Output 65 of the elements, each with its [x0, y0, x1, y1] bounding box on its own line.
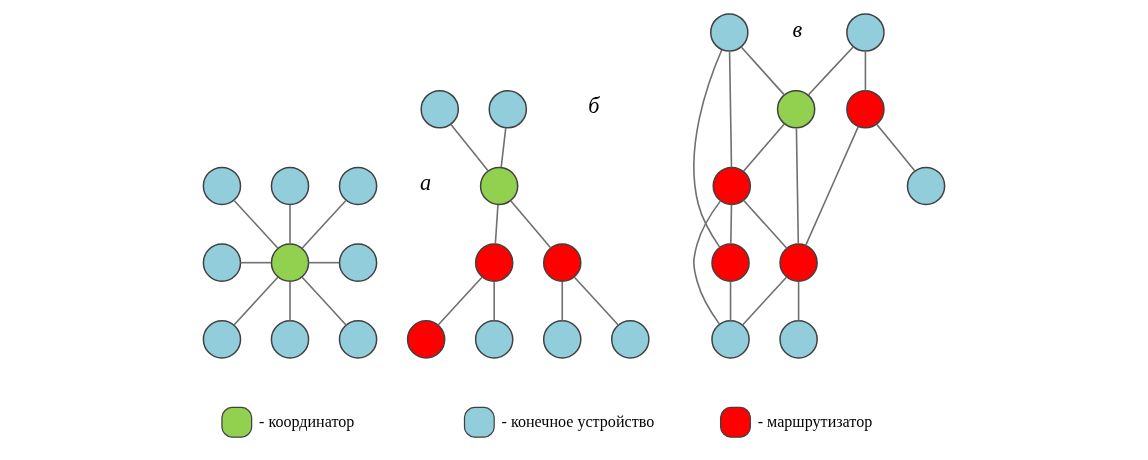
connector: [500, 126, 507, 168]
connector: [573, 275, 620, 326]
connector: [494, 203, 499, 245]
node-circle: [479, 166, 519, 205]
label: б: [588, 92, 600, 118]
node-circle: [338, 242, 378, 282]
connector: [742, 122, 786, 172]
node-circle: [779, 242, 818, 282]
node-circle: [488, 89, 528, 129]
connector: [493, 280, 495, 321]
connector: [730, 203, 733, 245]
node-circle: [202, 166, 242, 205]
connector: [307, 261, 340, 263]
node-circle: [711, 242, 750, 282]
node-circle: [846, 89, 885, 129]
node-circle: [906, 166, 946, 205]
node-circle: [846, 12, 885, 52]
connector: [437, 275, 483, 326]
connector: [693, 199, 722, 325]
node-circle: [420, 89, 460, 129]
node-circle: [474, 319, 514, 359]
node-circle: [474, 242, 514, 282]
node-circle: [776, 89, 816, 129]
legend-label: - конечное устройство: [501, 412, 655, 430]
node-circle: [270, 166, 310, 205]
node-circle: [202, 319, 242, 359]
connector: [301, 275, 347, 326]
connector: [693, 48, 723, 248]
node-circle: [711, 319, 750, 359]
connector: [561, 280, 564, 321]
connector: [301, 199, 347, 249]
connector: [804, 125, 860, 246]
connector: [864, 50, 867, 91]
connector: [450, 123, 489, 172]
legend-label: - маршрутизатор: [757, 412, 873, 430]
connector: [740, 45, 786, 96]
connector: [233, 199, 279, 249]
connector: [509, 199, 552, 249]
connector: [729, 280, 732, 321]
connector: [742, 199, 788, 249]
node-circle: [338, 166, 378, 205]
connector: [239, 261, 272, 263]
label: а: [419, 169, 432, 195]
node-circle: [270, 242, 310, 282]
connector: [795, 127, 800, 245]
node-circle: [542, 242, 582, 282]
node-circle: [270, 319, 310, 359]
node-circle: [611, 319, 650, 359]
node-circle: [202, 242, 242, 282]
node-circle: [406, 319, 446, 359]
legend-label: - координатор: [259, 412, 355, 430]
connector: [233, 275, 279, 326]
node-circle: [712, 166, 752, 205]
node-circle: [338, 319, 378, 359]
connector: [807, 45, 855, 95]
connector: [289, 280, 291, 321]
connector: [741, 275, 788, 326]
node-circle: [542, 319, 582, 359]
label: в: [792, 16, 803, 42]
connector: [876, 123, 916, 172]
connector: [728, 50, 733, 168]
connector: [797, 280, 800, 321]
node-circle: [710, 12, 749, 52]
connector: [289, 203, 291, 245]
node-circle: [779, 319, 818, 359]
